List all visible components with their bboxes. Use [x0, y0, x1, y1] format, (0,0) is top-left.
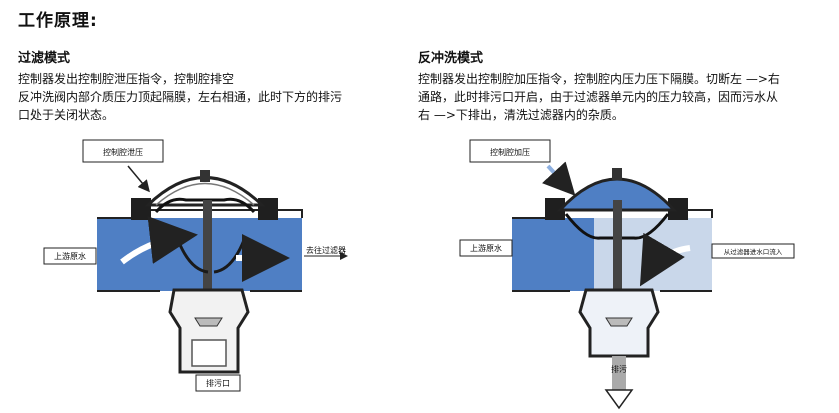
label-outlet: 去往过滤器 — [306, 245, 346, 255]
label-drain-right: 排污 — [611, 364, 627, 374]
valve-stem-b — [613, 200, 622, 310]
label-box-drain-left — [195, 374, 241, 392]
drain-outflow-arrow — [604, 389, 634, 410]
filter-mode-heading: 过滤模式 — [18, 51, 71, 66]
label-chamber-press: 控制腔加压 — [490, 147, 530, 157]
flow-arrow-backflush — [639, 232, 691, 287]
label-drain-left: 排污口 — [206, 378, 230, 388]
drain-housing — [168, 288, 250, 374]
label-box-inlet-right — [459, 239, 513, 257]
valve-stem — [203, 200, 212, 300]
label-box-chamber-release — [82, 139, 164, 163]
backwash-mode-diagram: 排污 控制腔加压 上游原水 从过滤器进水口流入 — [459, 139, 795, 410]
filter-mode-line-2: 反冲洗阀内部介质压力顶起隔膜，左右相通，此时下方的排污 — [18, 90, 343, 104]
page-title: 工作原理: — [18, 11, 98, 31]
label-box-inflow — [711, 243, 795, 259]
label-box-inlet-left — [43, 247, 97, 265]
label-inflow: 从过滤器进水口流入 — [724, 247, 783, 256]
label-box-chamber-press — [469, 139, 551, 163]
backwash-mode-line-3: 右 —>下排出，清洗过滤器内的杂质。 — [418, 108, 624, 122]
left-flange — [131, 198, 151, 220]
backwash-mode-section: 反冲洗模式 控制器发出控制腔加压指令，控制腔内压力压下隔膜。切断左 —>右 通路… — [418, 50, 833, 124]
backwash-mode-heading: 反冲洗模式 — [418, 51, 484, 66]
label-inlet-left: 上游原水 — [54, 251, 86, 261]
right-flange — [258, 198, 278, 220]
label-inlet-right: 上游原水 — [470, 243, 502, 253]
left-flange-b — [545, 198, 565, 220]
flow-arrow-inlet — [120, 216, 198, 265]
right-flange-b — [668, 198, 688, 220]
backwash-mode-line-2: 通路，此时排污口开启，由于过滤器单元内的压力较高，因而污水从 — [418, 90, 779, 104]
label-chamber-release: 控制腔泄压 — [103, 147, 143, 157]
filter-mode-line-1: 控制器发出控制腔泄压指令，控制腔排空 — [18, 72, 235, 86]
backwash-mode-line-1: 控制器发出控制腔加压指令，控制腔内压力压下隔膜。切断左 —>右 — [418, 72, 780, 86]
filter-mode-line-3: 口处于关闭状态。 — [18, 108, 115, 122]
filter-mode-section: 过滤模式 控制器发出控制腔泄压指令，控制腔排空 反冲洗阀内部介质压力顶起隔膜，左… — [18, 50, 398, 124]
filter-mode-diagram: 控制腔泄压 上游原水 去往过滤器 排污口 — [43, 139, 348, 392]
